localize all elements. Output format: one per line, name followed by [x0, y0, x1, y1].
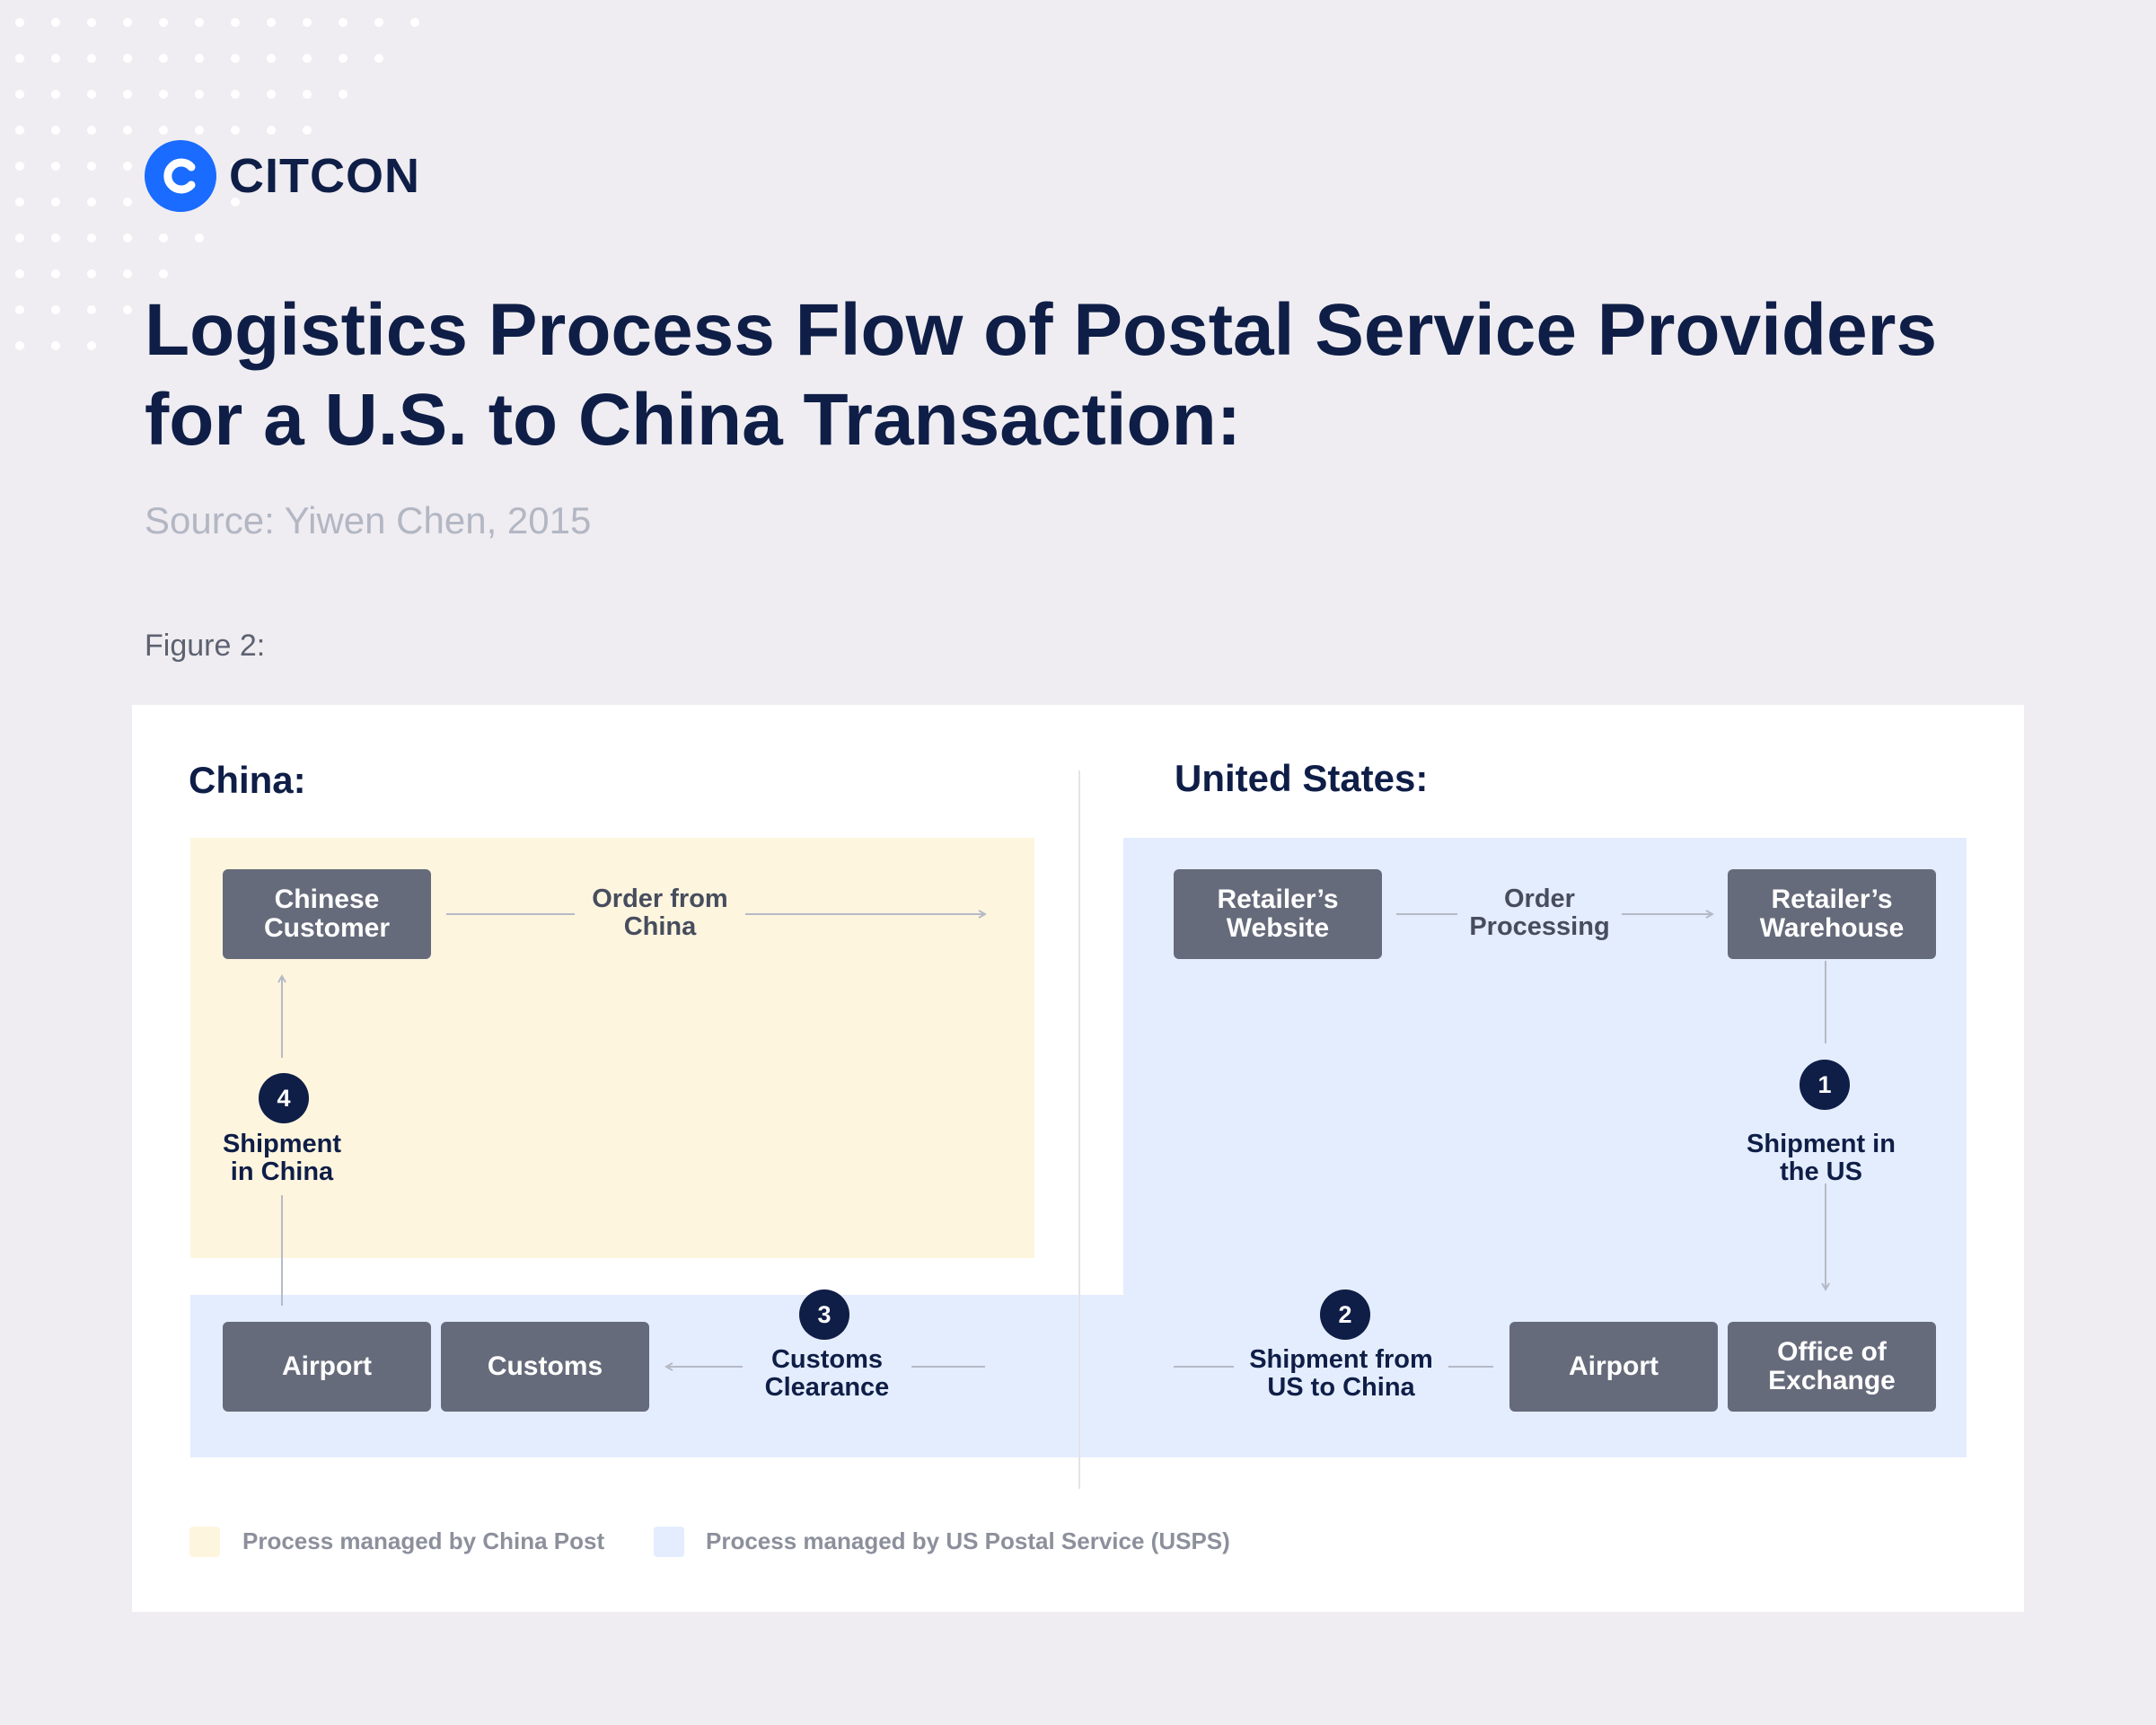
node-customs: Customs	[441, 1322, 649, 1412]
flow-label-customs-clearance: Customs Clearance	[764, 1345, 890, 1402]
logo-text: CITCON	[229, 149, 420, 203]
legend-label-china-post: Process managed by China Post	[242, 1527, 605, 1554]
region-divider	[1078, 770, 1080, 1489]
legend-swatch-china-post	[189, 1527, 220, 1557]
node-airport-china: Airport	[223, 1322, 431, 1412]
flow-label-shipment-us-to-china: Shipment from US to China	[1249, 1345, 1433, 1402]
source-citation: Source: Yiwen Chen, 2015	[145, 499, 592, 541]
step-badge-4: 4	[259, 1073, 309, 1123]
region-label-us: United States:	[1175, 757, 1429, 799]
node-retailers-warehouse: Retailer’s Warehouse	[1728, 869, 1936, 959]
logo-mark-icon	[145, 140, 216, 212]
flow-label-shipment-in-china: Shipment in China	[222, 1130, 342, 1186]
citcon-logo: CITCON	[145, 140, 420, 212]
legend-label-usps: Process managed by US Postal Service (US…	[706, 1527, 1230, 1554]
step-badge-1: 1	[1800, 1060, 1850, 1110]
node-airport-us: Airport	[1509, 1322, 1718, 1412]
step-badge-2: 2	[1320, 1289, 1370, 1340]
legend-swatch-usps	[654, 1527, 684, 1557]
flow-label-order-from-china: Order from China	[592, 885, 728, 941]
flow-label-shipment-in-us: Shipment in the US	[1747, 1130, 1896, 1186]
dot-pattern	[15, 18, 419, 350]
step-badge-3: 3	[799, 1289, 849, 1340]
flow-label-order-processing: Order Processing	[1469, 885, 1610, 941]
page-title: Logistics Process Flow of Postal Service…	[145, 289, 1938, 461]
node-retailers-website: Retailer’s Website	[1174, 869, 1382, 959]
node-office-of-exchange: Office of Exchange	[1728, 1322, 1936, 1412]
node-chinese-customer: Chinese Customer	[223, 869, 431, 959]
region-label-china: China:	[189, 759, 306, 801]
figure-label: Figure 2:	[145, 629, 266, 663]
